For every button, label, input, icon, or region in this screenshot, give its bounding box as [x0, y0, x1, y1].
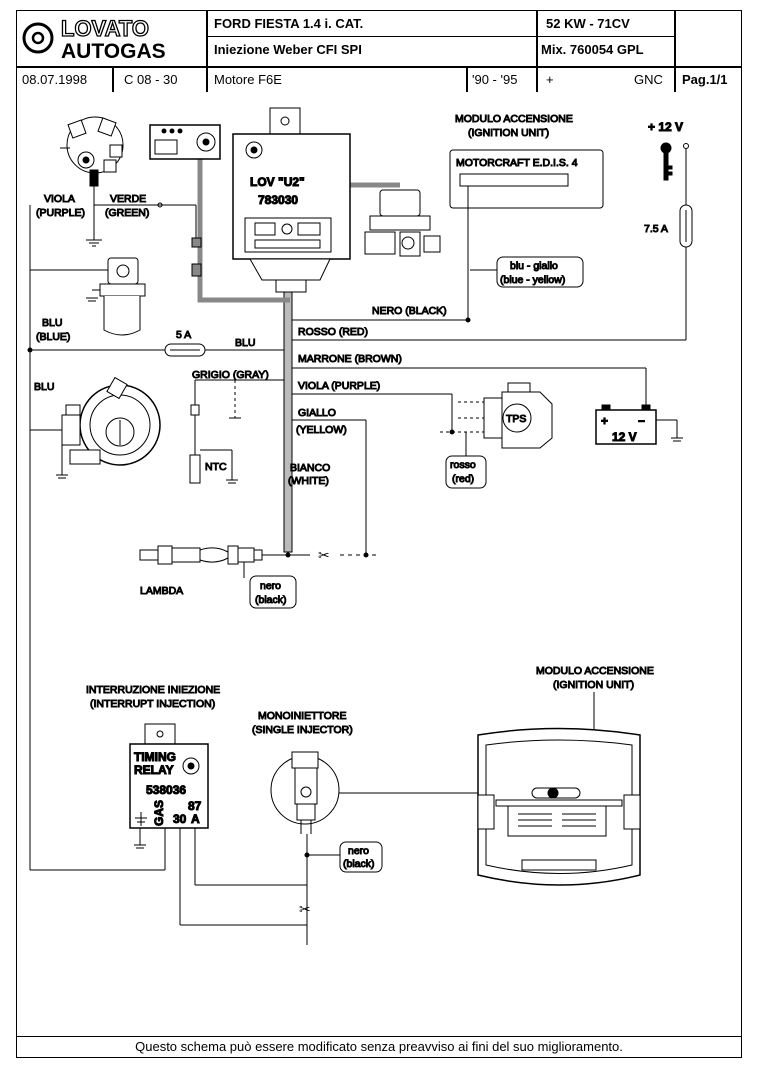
ground-symbol — [86, 297, 98, 302]
ground-symbol — [226, 479, 238, 484]
brand-top: LOVATO — [61, 16, 149, 41]
label-viola: VIOLA — [44, 193, 75, 205]
label-single-injector: (SINGLE INJECTOR) — [252, 724, 353, 736]
label-monoiniettore: MONOINIETTORE — [258, 710, 346, 722]
label-yellow: (YELLOW) — [296, 424, 347, 436]
vehicle-model: FORD FIESTA 1.4 i. CAT. — [214, 16, 364, 31]
label-tps: TPS — [506, 413, 526, 425]
ground-symbol — [671, 437, 683, 442]
ignition-module-bottom-icon — [477, 727, 641, 886]
label-fuse-75a: 7.5 A — [644, 223, 668, 235]
ground-symbol — [86, 239, 102, 247]
label-rosso: ROSSO (RED) — [298, 326, 368, 338]
battery-voltage: 12 V — [612, 430, 637, 444]
timing-relay-icon — [129, 723, 209, 829]
petrol-solenoid-icon — [364, 189, 441, 257]
scissors-icon-2: ✂ — [299, 902, 311, 918]
footer-note: Questo schema può essere modificato senz… — [135, 1039, 623, 1054]
label-ign-module: MODULO ACCENSIONE — [455, 113, 573, 125]
engine-code: Motore F6E — [214, 72, 282, 87]
label-nero-small: nero — [260, 580, 281, 592]
solenoid-valve-icon — [92, 257, 146, 336]
label-nero: NERO (BLACK) — [372, 305, 447, 317]
page-number: Pag.1/1 — [682, 72, 728, 87]
ground-symbol — [134, 844, 146, 849]
drawing-code: C 08 - 30 — [124, 72, 178, 87]
battery-minus: − — [638, 414, 645, 428]
label-fuse-5a: 5 A — [176, 329, 191, 341]
label-blu-line: BLU — [235, 337, 255, 349]
ecu-code: 783030 — [258, 193, 298, 207]
ntc-sensor-icon — [189, 454, 201, 484]
label-rosso-small: rosso — [450, 459, 476, 471]
plus-sign: + — [546, 72, 554, 87]
label-giallo: GIALLO — [298, 407, 336, 419]
label-blu-left: BLU — [34, 381, 54, 393]
drawing-date: 08.07.1998 — [22, 72, 88, 87]
label-white: (WHITE) — [288, 475, 329, 487]
label-ign-unit: (IGNITION UNIT) — [468, 127, 549, 139]
harness-branch-left — [197, 135, 290, 303]
label-ign-unit-2: (IGNITION UNIT) — [553, 679, 634, 691]
fuel-type: GNC — [634, 72, 663, 87]
label-red-small: (red) — [452, 473, 474, 485]
label-verde: VERDE — [110, 193, 146, 205]
injection-type: Iniezione Weber CFI SPI — [214, 42, 362, 57]
relay-pin-87: 87 — [188, 799, 202, 813]
mixer-code: Mix. 760054 GPL — [541, 42, 644, 57]
lovato-logo: LOVATO AUTOGAS — [22, 15, 166, 63]
tps-sensor-icon — [483, 382, 553, 449]
label-interrupt-injection: (INTERRUPT INJECTION) — [90, 698, 215, 710]
title-block: FORD FIESTA 1.4 i. CAT. Iniezione Weber … — [16, 10, 742, 92]
relay-pin-30: 30 — [173, 812, 187, 826]
ecu-icon — [232, 107, 351, 293]
relay-relay: RELAY — [134, 763, 174, 777]
label-viola2: VIOLA (PURPLE) — [298, 380, 380, 392]
relay-pin-gas: GAS — [152, 800, 166, 826]
label-blu: BLU — [42, 317, 62, 329]
battery-plus: + — [601, 414, 608, 428]
ignition-key-icon — [660, 142, 673, 181]
lambda-sensor-icon — [139, 545, 263, 565]
relay-timing: TIMING — [134, 750, 176, 764]
label-blue: (BLUE) — [36, 331, 70, 343]
relay-code: 538036 — [146, 783, 186, 797]
ecu-name: LOV "U2" — [250, 175, 305, 189]
distributor-icon — [60, 116, 124, 187]
label-blu-giallo: blu - giallo — [510, 260, 558, 272]
label-grigio: GRIGIO (GRAY) — [192, 369, 269, 381]
label-black-small2: (black) — [343, 858, 375, 870]
reducer-icon — [61, 376, 161, 466]
label-ntc: NTC — [205, 461, 227, 473]
fuel-selector-icon — [149, 124, 221, 160]
label-bianco: BIANCO — [290, 462, 330, 474]
relay-pin-a: A — [191, 812, 200, 826]
label-nero-small2: nero — [348, 845, 369, 857]
scissors-icon: ✂ — [318, 548, 330, 564]
main-harness — [283, 289, 293, 553]
label-ign-module-2: MODULO ACCENSIONE — [536, 665, 654, 677]
label-purple: (PURPLE) — [36, 207, 85, 219]
engine-power: 52 KW - 71CV — [546, 16, 630, 31]
label-marrone: MARRONE (BROWN) — [298, 353, 402, 365]
label-interruzione: INTERRUZIONE INIEZIONE — [86, 684, 220, 696]
label-black-small: (black) — [255, 594, 287, 606]
label-blue-yellow: (blue - yellow) — [500, 274, 565, 286]
ignition-module-top-icon — [449, 149, 604, 209]
brand-bottom: AUTOGAS — [61, 40, 166, 63]
battery-icon — [595, 404, 657, 445]
motorcraft-label: MOTORCRAFT E.D.I.S. 4 — [456, 157, 578, 169]
single-injector-icon — [270, 751, 340, 834]
footer-divider — [16, 1036, 742, 1037]
relay-ground-symbol — [135, 812, 147, 826]
model-years: '90 - '95 — [472, 72, 518, 87]
label-green: (GREEN) — [105, 207, 149, 219]
label-plus12: + 12 V — [648, 120, 683, 134]
drawing-frame — [16, 10, 742, 1058]
ground-symbol — [56, 474, 68, 479]
label-lambda: LAMBDA — [140, 585, 183, 597]
